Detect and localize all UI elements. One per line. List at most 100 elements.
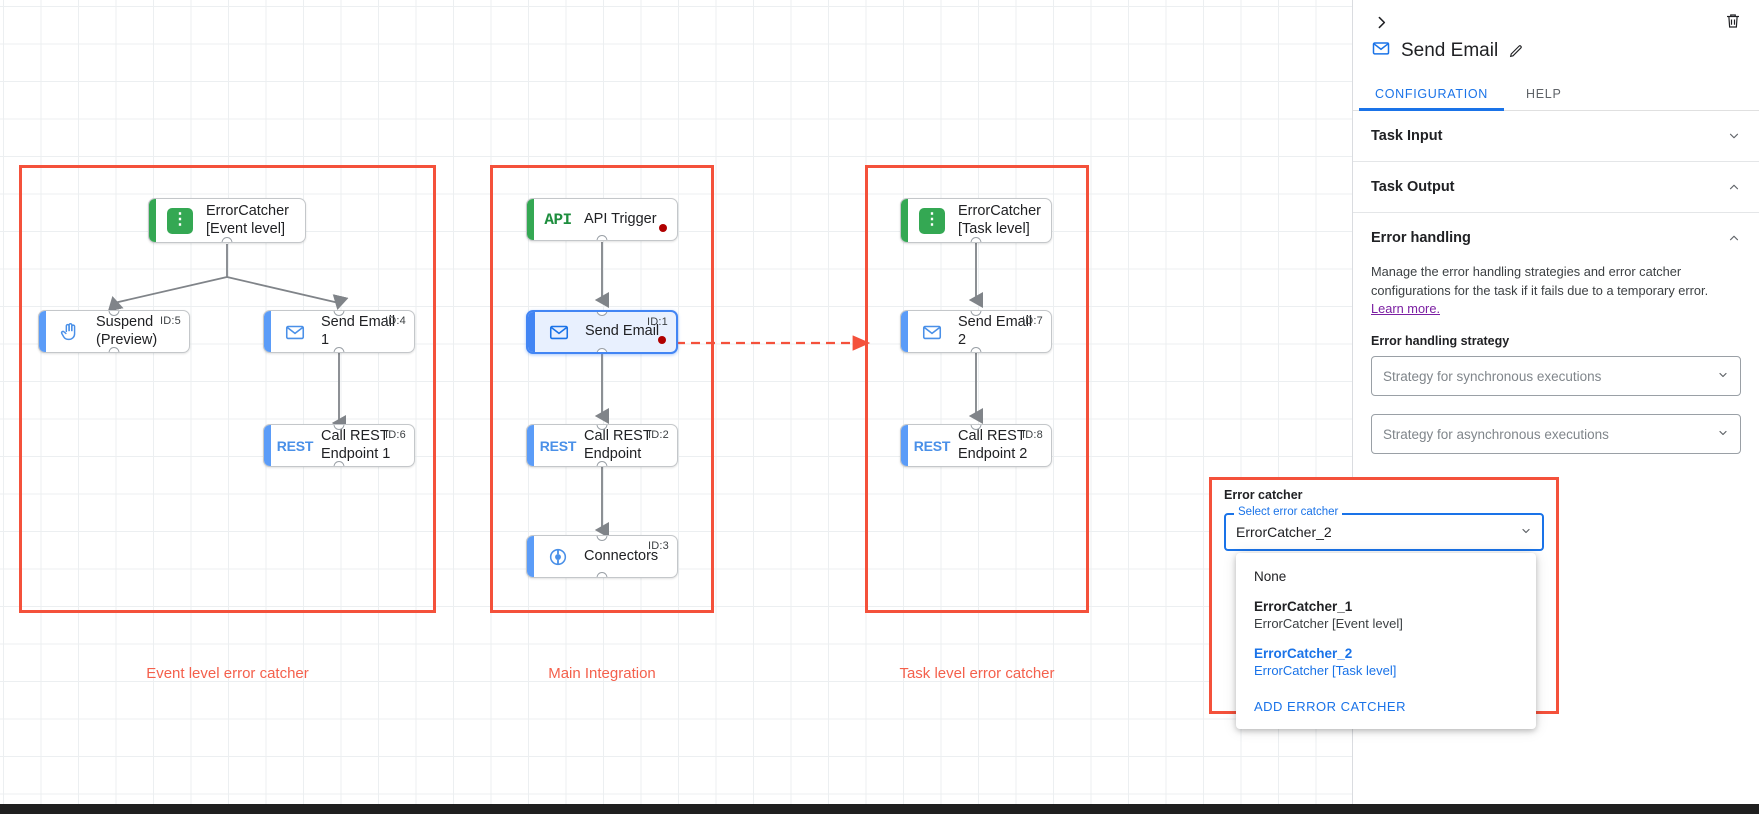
chevron-up-icon[interactable]	[1727, 231, 1741, 245]
api-icon: API	[544, 210, 572, 229]
tab-help[interactable]: HELP	[1526, 87, 1562, 101]
node-port-top[interactable]	[596, 536, 608, 541]
bottom-bar	[0, 804, 1759, 814]
section-error-handling: Error handling Manage the error handling…	[1353, 213, 1759, 472]
node-port-bottom[interactable]	[108, 347, 120, 352]
panel-tabs: CONFIGURATION HELP	[1353, 78, 1759, 111]
chevron-down-icon	[1717, 427, 1729, 442]
envelope-icon	[912, 321, 952, 343]
menu-item-errorcatcher-2[interactable]: ErrorCatcher_2 ErrorCatcher [Task level]	[1236, 639, 1536, 686]
async-strategy-select[interactable]: Strategy for asynchronous executions	[1371, 414, 1741, 455]
edit-name-icon[interactable]	[1508, 43, 1524, 59]
tab-configuration[interactable]: CONFIGURATION	[1359, 78, 1505, 111]
node-port-bottom[interactable]	[596, 235, 608, 240]
section-title: Error handling	[1371, 230, 1471, 246]
node-id-tag: ID:8	[1022, 429, 1043, 441]
node-send-email-2[interactable]: Send Email 2 ID:7	[900, 310, 1052, 353]
error-catcher-title: Error catcher	[1224, 488, 1303, 502]
envelope-icon	[275, 321, 315, 343]
envelope-icon	[539, 321, 579, 343]
section-title: Task Output	[1371, 179, 1455, 195]
node-id-tag: ID:2	[648, 429, 669, 441]
node-error-catcher-event-level[interactable]: ⋮ ErrorCatcher [Event level]	[148, 198, 306, 243]
section-title: Task Input	[1371, 128, 1443, 144]
node-id-tag: ID:7	[1022, 315, 1043, 327]
menu-item-primary: ErrorCatcher_1	[1254, 598, 1353, 614]
learn-more-link[interactable]: Learn more.	[1371, 301, 1440, 317]
node-label: ErrorCatcher [Event level]	[206, 203, 289, 237]
select-error-catcher-dropdown[interactable]: Select error catcher ErrorCatcher_2	[1224, 506, 1544, 551]
error-catcher-icon: ⋮	[912, 207, 952, 234]
node-label: Send Email 2	[958, 314, 1033, 348]
node-id-tag: ID:6	[385, 429, 406, 441]
async-strategy-value: Strategy for asynchronous executions	[1383, 426, 1609, 442]
group-caption-task-level: Task level error catcher	[899, 665, 1055, 682]
chevron-up-icon[interactable]	[1727, 180, 1741, 194]
node-accent	[901, 199, 908, 242]
node-call-rest-endpoint-2[interactable]: REST Call REST Endpoint 2 ID:8	[900, 424, 1052, 467]
section-task-output-header[interactable]: Task Output	[1371, 162, 1741, 212]
node-accent	[264, 311, 271, 352]
panel-title-row: Send Email	[1371, 38, 1524, 63]
hand-icon	[50, 321, 90, 343]
error-catcher-options-menu: None ErrorCatcher_1 ErrorCatcher [Event …	[1236, 553, 1536, 729]
rest-icon: REST	[276, 437, 314, 454]
group-box-main-integration	[490, 165, 714, 613]
menu-item-none[interactable]: None	[1236, 562, 1536, 592]
delete-task-icon[interactable]	[1719, 7, 1747, 35]
node-accent	[527, 199, 534, 240]
node-label: API Trigger	[584, 210, 657, 227]
node-port-top[interactable]	[596, 312, 608, 316]
node-accent	[264, 425, 271, 466]
node-label: Call REST Endpoint 2	[958, 428, 1028, 462]
add-error-catcher-label: ADD ERROR CATCHER	[1254, 698, 1406, 714]
group-caption-main-integration: Main Integration	[548, 665, 656, 682]
node-port-bottom[interactable]	[333, 347, 345, 352]
sync-strategy-select[interactable]: Strategy for synchronous executions	[1371, 356, 1741, 397]
section-error-handling-header[interactable]: Error handling	[1371, 213, 1741, 263]
rest-icon: REST	[539, 437, 577, 454]
error-handling-strategy-label: Error handling strategy	[1371, 334, 1510, 349]
node-accent	[39, 311, 46, 352]
node-id-tag: ID:5	[160, 315, 181, 327]
node-port-bottom[interactable]	[970, 237, 982, 242]
node-accent	[527, 536, 534, 577]
menu-item-primary: None	[1254, 569, 1287, 584]
node-api-trigger[interactable]: API API Trigger	[526, 198, 678, 241]
node-connectors[interactable]: Connectors ID:3	[526, 535, 678, 578]
connectors-icon	[538, 546, 578, 568]
node-label: Suspend (Preview)	[96, 314, 158, 348]
node-call-rest-endpoint[interactable]: REST Call REST Endpoint ID:2	[526, 424, 678, 467]
menu-item-errorcatcher-1[interactable]: ErrorCatcher_1 ErrorCatcher [Event level…	[1236, 592, 1536, 639]
chevron-down-icon	[1717, 369, 1729, 384]
collapse-panel-icon[interactable]	[1367, 8, 1395, 36]
task-config-panel: Send Email CONFIGURATION HELP Task Input	[1352, 0, 1759, 814]
section-task-input-header[interactable]: Task Input	[1371, 111, 1741, 161]
select-error-catcher-legend: Select error catcher	[1234, 506, 1343, 518]
page-title: Send Email	[1401, 39, 1499, 61]
node-label: Send Email	[585, 323, 660, 340]
node-error-indicator	[659, 224, 667, 232]
node-send-email[interactable]: Send Email ID:1	[526, 310, 678, 354]
node-port-bottom[interactable]	[596, 348, 608, 352]
panel-header: Send Email	[1353, 0, 1759, 78]
node-send-email-1[interactable]: Send Email 1 ID:4	[263, 310, 415, 353]
group-box-task-level	[865, 165, 1089, 613]
node-suspend[interactable]: Suspend (Preview) ID:5	[38, 310, 190, 353]
node-error-catcher-task-level[interactable]: ⋮ ErrorCatcher [Task level]	[900, 198, 1052, 243]
node-port-bottom[interactable]	[333, 461, 345, 466]
node-label: Connectors	[584, 547, 659, 564]
node-port-bottom[interactable]	[596, 461, 608, 466]
node-id-tag: ID:1	[647, 316, 668, 328]
add-error-catcher-button[interactable]: ADD ERROR CATCHER	[1236, 686, 1536, 720]
node-port-bottom[interactable]	[970, 347, 982, 352]
node-call-rest-endpoint-1[interactable]: REST Call REST Endpoint 1 ID:6	[263, 424, 415, 467]
node-id-tag: ID:3	[648, 540, 669, 552]
node-port-bottom[interactable]	[596, 572, 608, 577]
node-port-bottom[interactable]	[221, 237, 233, 242]
flow-canvas[interactable]: Event level error catcher Main Integrati…	[0, 0, 1352, 814]
chevron-down-icon[interactable]	[1727, 129, 1741, 143]
section-task-input: Task Input	[1353, 111, 1759, 162]
node-accent	[149, 199, 156, 242]
